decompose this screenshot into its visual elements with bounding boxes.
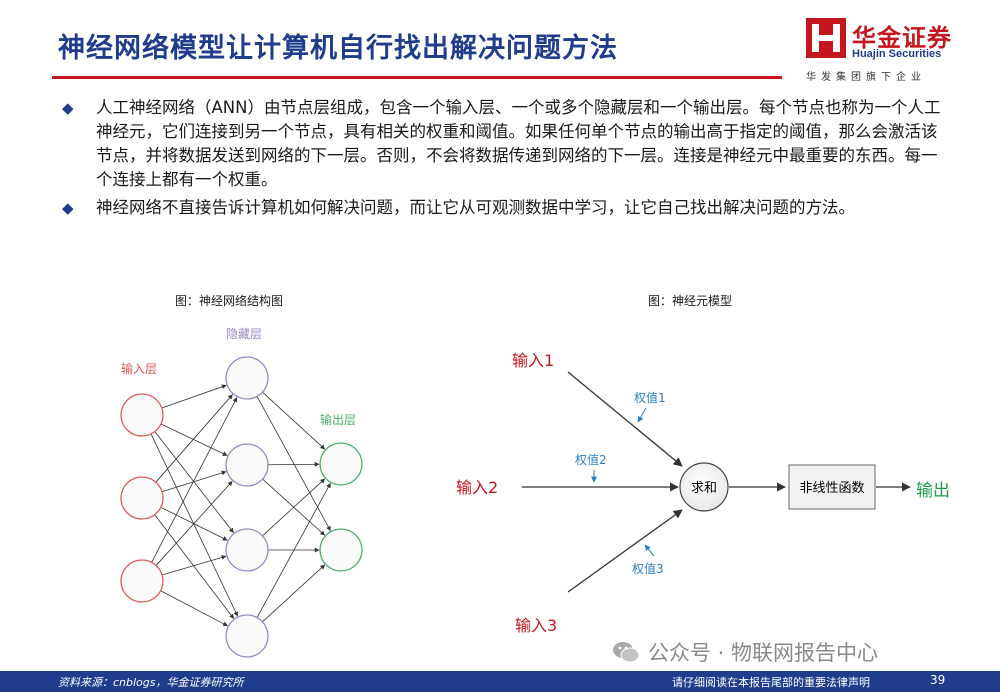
- input-node: [120, 393, 164, 437]
- bullet-text: 人工神经网络（ANN）由节点层组成，包含一个输入层、一个或多个隐藏层和一个输出层…: [96, 98, 941, 189]
- network-edge: [262, 478, 326, 537]
- weight1-label: 权值1: [634, 390, 666, 405]
- network-edge: [256, 482, 331, 618]
- diamond-bullet-icon: ◆: [62, 99, 74, 117]
- network-nodes: [120, 356, 363, 658]
- hidden-layer-label: 隐藏层: [226, 327, 262, 341]
- sum-node: [679, 462, 729, 512]
- network-edge: [161, 470, 227, 493]
- network-edge: [155, 480, 233, 566]
- network-figure-caption: 图：神经网络结构图: [175, 294, 284, 308]
- watermark-text: 公众号 · 物联网报告中心: [648, 641, 879, 665]
- brand-name-cn: 华金证券: [852, 24, 952, 52]
- input-node: [120, 476, 164, 520]
- network-edge: [154, 431, 234, 534]
- input1-arrow: [567, 371, 683, 467]
- watermark: 公众号 · 物联网报告中心: [612, 636, 878, 668]
- diamond-bullet-icon: ◆: [62, 199, 74, 217]
- page-title: 神经网络模型让计算机自行找出解决问题方法: [58, 33, 618, 64]
- network-connections: [150, 384, 331, 627]
- input3-label: 输入3: [515, 616, 557, 635]
- output-node: [319, 442, 363, 486]
- bullet-list: ◆ 人工神经网络（ANN）由节点层组成，包含一个输入层、一个或多个隐藏层和一个输…: [62, 96, 952, 224]
- footer-bar: 资料来源：cnblogs，华金证券研究所 请仔细阅读在本报告尾部的重要法律声明 …: [0, 671, 1000, 692]
- output-label: 输出: [916, 481, 950, 501]
- source-note: 资料来源：cnblogs，华金证券研究所: [58, 676, 244, 689]
- network-edge: [262, 391, 326, 450]
- weight1-pointer: [637, 407, 647, 423]
- brand-logo: 华金证券 Huajin Securities 华发集团旗下企业: [806, 18, 986, 83]
- network-edge: [154, 514, 234, 619]
- network-edge: [150, 433, 238, 617]
- output-node: [319, 528, 363, 572]
- title-divider: [52, 76, 782, 79]
- bullet-text: 神经网络不直接告诉计算机如何解决问题，而让它从可观测数据中学习，让它自己找出解决…: [96, 198, 855, 217]
- legal-notice: 请仔细阅读在本报告尾部的重要法律声明: [672, 676, 870, 689]
- network-edge: [155, 394, 233, 483]
- weight2-label: 权值2: [575, 452, 607, 467]
- hidden-node: [225, 528, 269, 572]
- network-edge: [267, 461, 320, 467]
- input2-label: 输入2: [456, 478, 498, 497]
- input-node: [120, 559, 164, 603]
- sum-label: 求和: [691, 481, 717, 496]
- hidden-node: [225, 356, 269, 400]
- input1-label: 输入1: [512, 351, 554, 370]
- neuron-figure-caption: 图：神经元模型: [648, 294, 733, 308]
- wechat-icon: [612, 640, 640, 664]
- weight3-label: 权值3: [632, 561, 664, 576]
- hidden-node: [225, 443, 269, 487]
- input-layer-label: 输入层: [121, 361, 157, 376]
- network-edge: [256, 396, 331, 532]
- output-layer-label: 输出层: [320, 412, 356, 427]
- bullet-item: ◆ 神经网络不直接告诉计算机如何解决问题，而让它从可观测数据中学习，让它自己找出…: [62, 196, 952, 220]
- weight3-pointer: [644, 544, 655, 557]
- bullet-item: ◆ 人工神经网络（ANN）由节点层组成，包含一个输入层、一个或多个隐藏层和一个输…: [62, 96, 952, 192]
- neuron-model-diagram: 求和 非线性函数 输出 输入1 输入2 输入3 权值1 权值2 权值3: [456, 351, 950, 635]
- activation-label: 非线性函数: [799, 481, 864, 496]
- page-number: 39: [930, 673, 946, 687]
- network-edge: [161, 384, 227, 409]
- huajin-logo-icon: [806, 18, 846, 58]
- activation-box: [788, 464, 876, 510]
- input3-arrow: [567, 509, 683, 593]
- network-edge: [262, 564, 326, 623]
- network-edge: [151, 397, 238, 563]
- hidden-node: [225, 614, 269, 658]
- network-edge: [160, 423, 228, 456]
- network-edge: [162, 555, 227, 576]
- neural-network-diagram: 输入层 隐藏层 输出层: [120, 327, 363, 658]
- brand-name-en: Huajin Securities: [852, 48, 942, 60]
- network-edge: [160, 590, 228, 627]
- brand-tagline: 华发集团旗下企业: [806, 72, 926, 83]
